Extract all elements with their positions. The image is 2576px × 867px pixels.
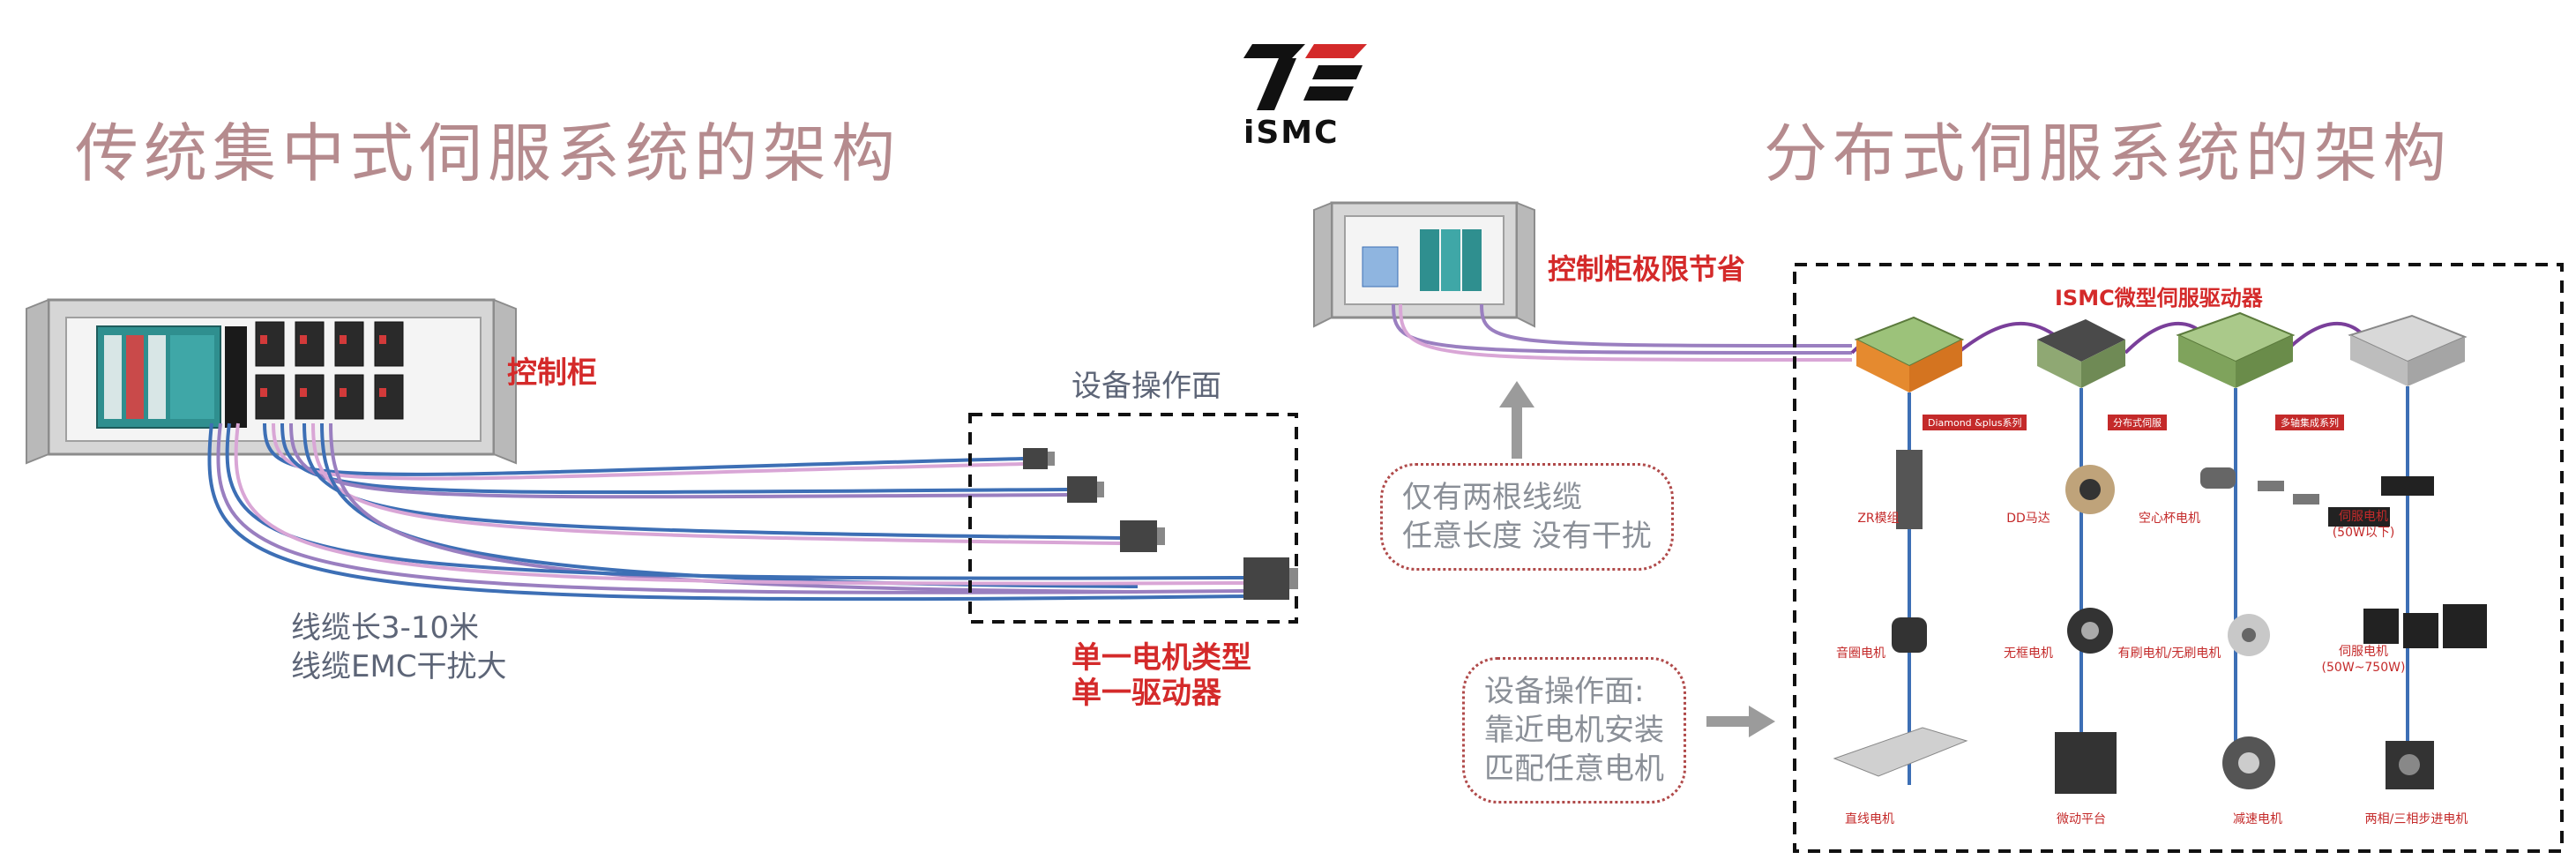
motor-label-dd: DD马达	[2006, 512, 2050, 526]
driver-2	[2037, 319, 2125, 388]
motor-label-brush: 有刷电机/无刷电机	[2117, 647, 2221, 661]
left-motor-note-1: 单一电机类型	[1071, 640, 1251, 676]
ismc-drivers	[1854, 311, 2468, 392]
left-cabinet-label: 控制柜	[507, 355, 597, 391]
right-cabinet-label: 控制柜极限节省	[1548, 252, 1746, 286]
left-motor-note-2: 单一驱动器	[1071, 676, 1221, 711]
series-tag-1: Diamond &plus系列	[1923, 415, 2027, 430]
arrow-up	[1499, 381, 1534, 459]
motor-label-coreless: 空心杯电机	[2139, 512, 2200, 526]
left-control-cabinet	[26, 298, 517, 465]
op-surface-line-2: 靠近电机安装	[1484, 713, 1664, 748]
op-surface-line-1: 设备操作面:	[1484, 674, 1645, 709]
left-motors	[1023, 448, 1298, 600]
motor-label-microstage: 微动平台	[2057, 812, 2106, 826]
right-distributed-box	[1793, 263, 2564, 853]
motor-label-servo-small: 伺服电机 (50W以下)	[2332, 510, 2395, 540]
left-cable-bundle	[207, 422, 1244, 602]
logo-text: iSMC	[1243, 115, 1340, 151]
driver-1	[1854, 316, 1965, 392]
two-cables-line-2: 任意长度 没有干扰	[1402, 519, 1652, 554]
left-cable-note-1: 线缆长3-10米	[291, 610, 480, 646]
logo-mark-icon	[1243, 44, 1367, 110]
op-surface-bubble: 设备操作面: 靠近电机安装 匹配任意电机	[1462, 657, 1686, 803]
driver-3	[2176, 311, 2296, 388]
motor-label-stepper: 两相/三相步进电机	[2364, 812, 2468, 826]
left-operation-area-label: 设备操作面	[1071, 369, 1221, 404]
two-cables-bubble: 仅有两根线缆 任意长度 没有干扰	[1380, 463, 1674, 571]
motor-label-linear: 直线电机	[1845, 812, 1894, 826]
series-tag-3: 多轴集成系列	[2275, 415, 2344, 430]
series-tag-2: 分布式伺服	[2108, 415, 2167, 430]
op-surface-line-3: 匹配任意电机	[1484, 751, 1664, 787]
motor-label-servo-mid: 伺服电机 (50W~750W)	[2321, 645, 2406, 675]
left-cable-note-2: 线缆EMC干扰大	[291, 649, 507, 684]
motor-label-gear: 减速电机	[2233, 812, 2282, 826]
arrow-right	[1706, 706, 1775, 737]
motor-label-frameless: 无框电机	[2004, 647, 2053, 661]
driver-title: ISMC微型伺服驱动器	[2055, 286, 2263, 310]
motor-label-voicecoil: 音圈电机	[1836, 647, 1885, 661]
two-cables-line-1: 仅有两根线缆	[1402, 480, 1582, 515]
ismc-logo: iSMC	[1243, 44, 1376, 151]
right-control-cabinet	[1313, 201, 1535, 328]
title-left: 传统集中式伺服系统的架构	[75, 116, 901, 191]
motor-icons	[1833, 450, 2487, 794]
title-right: 分布式伺服系统的架构	[1764, 116, 2453, 191]
motor-label-zr: ZR模组	[1857, 512, 1900, 526]
driver-4	[2348, 314, 2468, 386]
left-operation-area-box	[968, 413, 1298, 624]
